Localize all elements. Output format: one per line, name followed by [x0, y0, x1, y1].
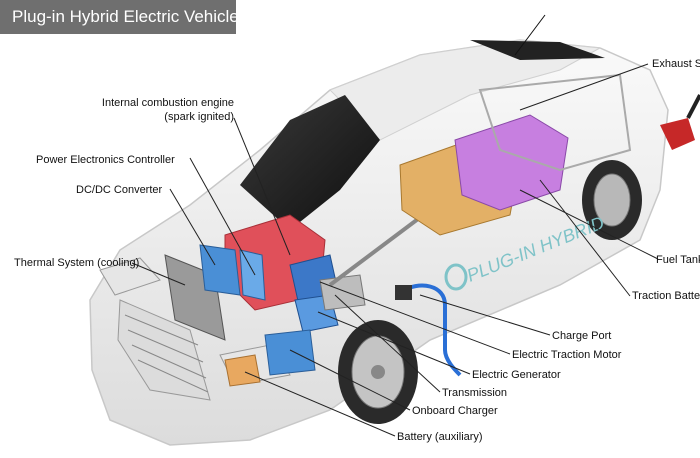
- dcdc-converter: [200, 245, 240, 295]
- label-onboard-charger: Onboard Charger: [412, 404, 498, 418]
- label-transmission: Transmission: [442, 386, 507, 400]
- label-combustion-engine: Internal combustion engine (spark ignite…: [58, 96, 234, 124]
- label-traction-motor: Electric Traction Motor: [512, 348, 621, 362]
- aux-battery: [225, 355, 260, 386]
- label-traction-battery: Traction Batte: [632, 289, 700, 303]
- label-power-electronics-controller: Power Electronics Controller: [36, 153, 175, 167]
- label-thermal-system: Thermal System (cooling): [14, 256, 139, 270]
- transmission-unit: [320, 275, 365, 310]
- label-dcdc-converter: DC/DC Converter: [76, 183, 162, 197]
- label-fuel-tank: Fuel Tank: [656, 253, 700, 267]
- label-electric-generator: Electric Generator: [472, 368, 561, 382]
- power-electronics-controller: [240, 250, 265, 300]
- label-charge-port: Charge Port: [552, 329, 611, 343]
- onboard-charger-unit: [265, 330, 315, 375]
- label-combustion-engine-line2: (spark ignited): [58, 110, 234, 124]
- label-battery-auxiliary: Battery (auxiliary): [397, 430, 483, 444]
- label-exhaust-system: Exhaust Sy: [652, 57, 700, 71]
- label-combustion-engine-line1: Internal combustion engine: [58, 96, 234, 110]
- title-badge: Plug-in Hybrid Electric Vehicle: [0, 0, 236, 34]
